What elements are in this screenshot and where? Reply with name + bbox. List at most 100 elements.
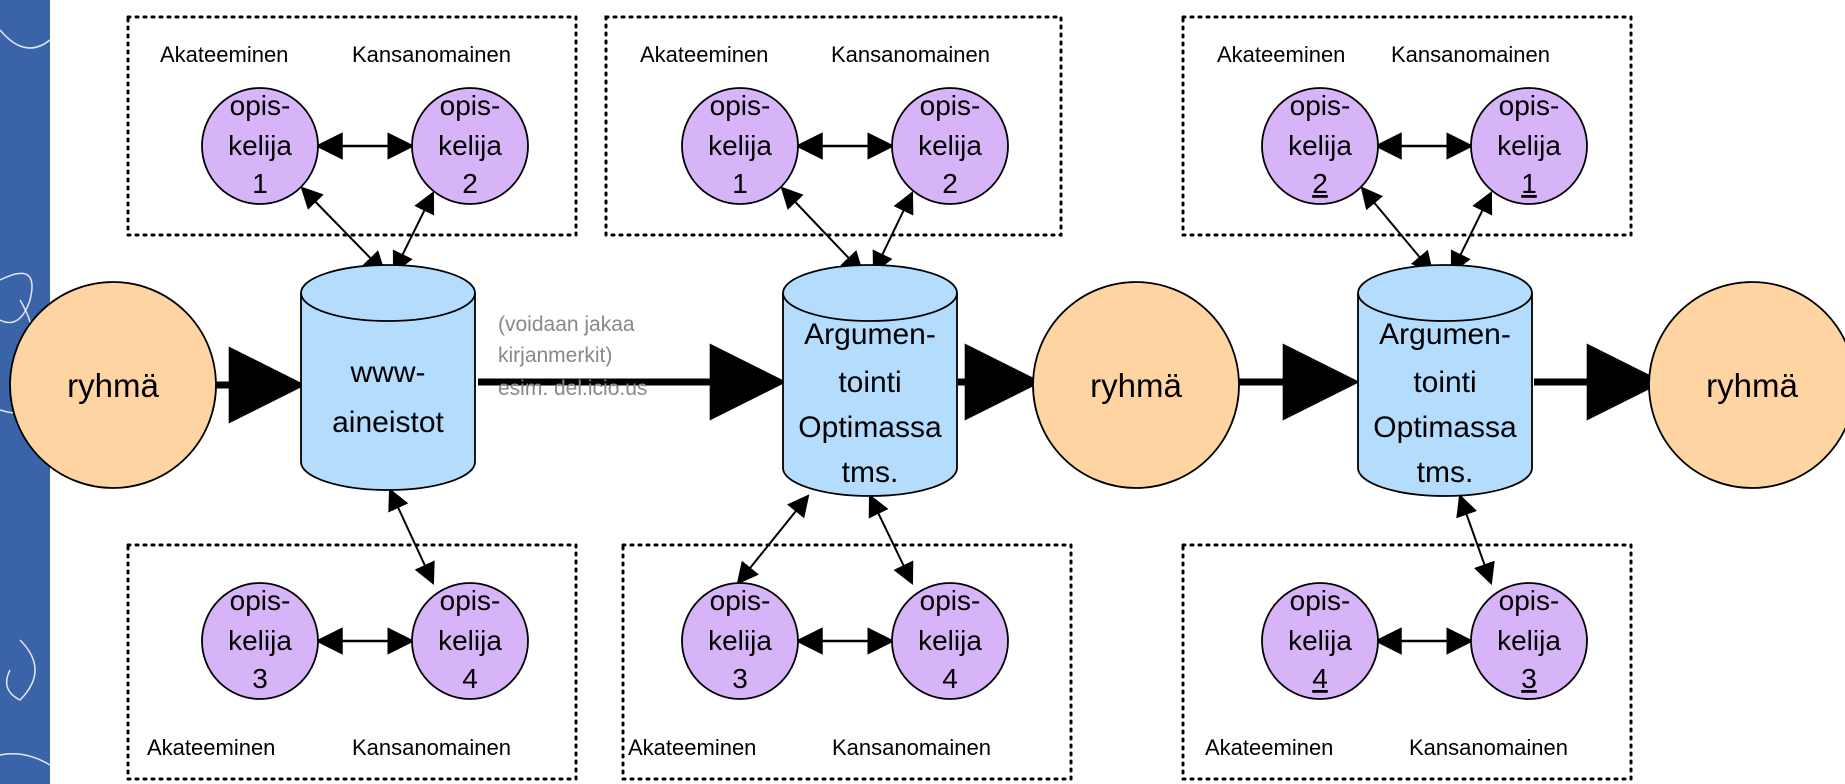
- note-line-1: (voidaan jakaa: [498, 313, 635, 336]
- student-label-line-1: opis-: [1499, 90, 1560, 121]
- student-label-line-2: kelija: [228, 130, 292, 161]
- student-label-line-3: 1: [1521, 168, 1537, 199]
- student-label-line-3: 3: [1521, 663, 1537, 694]
- student-label-line-2: kelija: [1288, 625, 1352, 656]
- caption-bottom-right: Kansanomainen: [832, 735, 991, 760]
- student-node-3: opis- kelija 3: [681, 582, 799, 700]
- student-label-line-1: opis-: [440, 585, 501, 616]
- database-label-line-4: tms.: [1417, 456, 1474, 489]
- cluster-box-bottom-3: [1181, 543, 1633, 781]
- group-label: ryhmä: [67, 367, 159, 404]
- arrow-s2-db3: [1360, 186, 1434, 274]
- arrow-s1-db1: [300, 186, 386, 274]
- student-node-2: opis- kelija 2: [1261, 87, 1379, 205]
- student-label-line-2: kelija: [1497, 625, 1561, 656]
- student-node-1: opis- kelija 1: [1470, 87, 1588, 205]
- database-body: [782, 293, 958, 497]
- student-label-line-1: opis-: [230, 90, 291, 121]
- main-flow-arrows: [208, 343, 1664, 424]
- student-node-4: opis- kelija 4: [891, 582, 1009, 700]
- student-label-line-3: 4: [942, 663, 958, 694]
- cluster-1: Akateeminen Kansanomainen Akateeminen Ka…: [147, 42, 529, 760]
- database-body: [300, 293, 476, 491]
- database-label-line-4: tms.: [842, 456, 899, 489]
- student-label-line-2: kelija: [708, 625, 772, 656]
- student-circle: [891, 87, 1009, 205]
- group-circle: [1648, 281, 1845, 489]
- caption-top-left: Akateeminen: [1217, 42, 1345, 67]
- student-node-4: opis- kelija 4: [1261, 582, 1379, 700]
- group-node-3: ryhmä: [1648, 281, 1845, 489]
- sidebar-swirl-2: [0, 272, 33, 324]
- sidebar-swirl-6: [0, 753, 51, 766]
- cluster-3: Akateeminen Kansanomainen Akateeminen Ka…: [1205, 42, 1588, 760]
- note-line-2: kirjanmerkit): [498, 344, 612, 367]
- group-circle: [1032, 281, 1240, 489]
- database-top: [1357, 264, 1533, 322]
- student-label-line-3: 4: [1312, 663, 1328, 694]
- student-label-line-2: kelija: [1288, 130, 1352, 161]
- student-circle: [411, 87, 529, 205]
- student-label-line-3: 1: [732, 168, 748, 199]
- student-label-line-3: 1: [252, 168, 268, 199]
- student-circle: [201, 87, 319, 205]
- caption-bottom-left: Akateeminen: [628, 735, 756, 760]
- student-node-2: opis- kelija 2: [411, 87, 529, 205]
- database-label-line-2: tointi: [1413, 366, 1476, 399]
- student-circle: [891, 582, 1009, 700]
- database-label-line-2: tointi: [838, 366, 901, 399]
- caption-top-right: Kansanomainen: [831, 42, 990, 67]
- caption-bottom-right: Kansanomainen: [1409, 735, 1568, 760]
- student-node-1: opis- kelija 1: [681, 87, 799, 205]
- group-label: ryhmä: [1090, 367, 1182, 404]
- student-label-line-1: opis-: [1290, 90, 1351, 121]
- arrow-s2-db1: [392, 191, 435, 274]
- student-label-line-2: kelija: [228, 625, 292, 656]
- arrow-s1-db2: [780, 186, 864, 274]
- student-label-line-3: 3: [252, 663, 268, 694]
- cluster-box-top-2: [604, 15, 1063, 237]
- arrow-s1-db3: [1450, 191, 1493, 274]
- database-1: www- aineistot: [300, 264, 476, 491]
- caption-top-left: Akateeminen: [160, 42, 288, 67]
- student-label-line-1: opis-: [1499, 585, 1560, 616]
- student-label-line-3: 2: [942, 168, 958, 199]
- database-top: [300, 264, 476, 322]
- student-circle: [201, 582, 319, 700]
- database-3: Argumen- tointi Optimassa tms.: [1357, 264, 1533, 497]
- student-node-1: opis- kelija 1: [201, 87, 319, 205]
- student-circle: [1261, 582, 1379, 700]
- student-circle: [411, 582, 529, 700]
- student-node-4: opis- kelija 4: [411, 582, 529, 700]
- database-label-line-1: Argumen-: [804, 318, 936, 351]
- database-label-line-1: Argumen-: [1379, 318, 1511, 351]
- student-node-2: opis- kelija 2: [891, 87, 1009, 205]
- caption-top-left: Akateeminen: [640, 42, 768, 67]
- sidebar-swirl-1: [0, 29, 51, 49]
- cluster-box-bottom-1: [126, 543, 578, 781]
- student-label-line-1: opis-: [1290, 585, 1351, 616]
- student-node-3: opis- kelija 3: [201, 582, 319, 700]
- student-label-line-1: opis-: [920, 585, 981, 616]
- sidebar-swirl-5: [5, 639, 36, 701]
- student-label-line-1: opis-: [710, 585, 771, 616]
- group-circle: [9, 281, 217, 489]
- arrow-db3-s3: [1456, 493, 1495, 586]
- database-label-line-2: aineistot: [332, 406, 444, 439]
- student-label-line-2: kelija: [438, 625, 502, 656]
- arrow-db2-s4: [868, 494, 914, 585]
- note-line-3: esim. del.icio.us: [498, 377, 647, 400]
- database-label-line-1: www-: [350, 356, 426, 389]
- student-circle: [1470, 87, 1588, 205]
- cluster-2: Akateeminen Kansanomainen Akateeminen Ka…: [628, 42, 1009, 760]
- connector-arrows: [300, 132, 1495, 655]
- student-node-3: opis- kelija 3: [1470, 582, 1588, 700]
- student-circle: [681, 87, 799, 205]
- arrow-s2-db2: [872, 191, 914, 274]
- student-label-line-3: 2: [1312, 168, 1328, 199]
- student-circle: [1470, 582, 1588, 700]
- cluster-box-bottom-2: [621, 543, 1073, 781]
- database-label-line-3: Optimassa: [1373, 411, 1517, 444]
- database-2: Argumen- tointi Optimassa tms.: [782, 264, 958, 497]
